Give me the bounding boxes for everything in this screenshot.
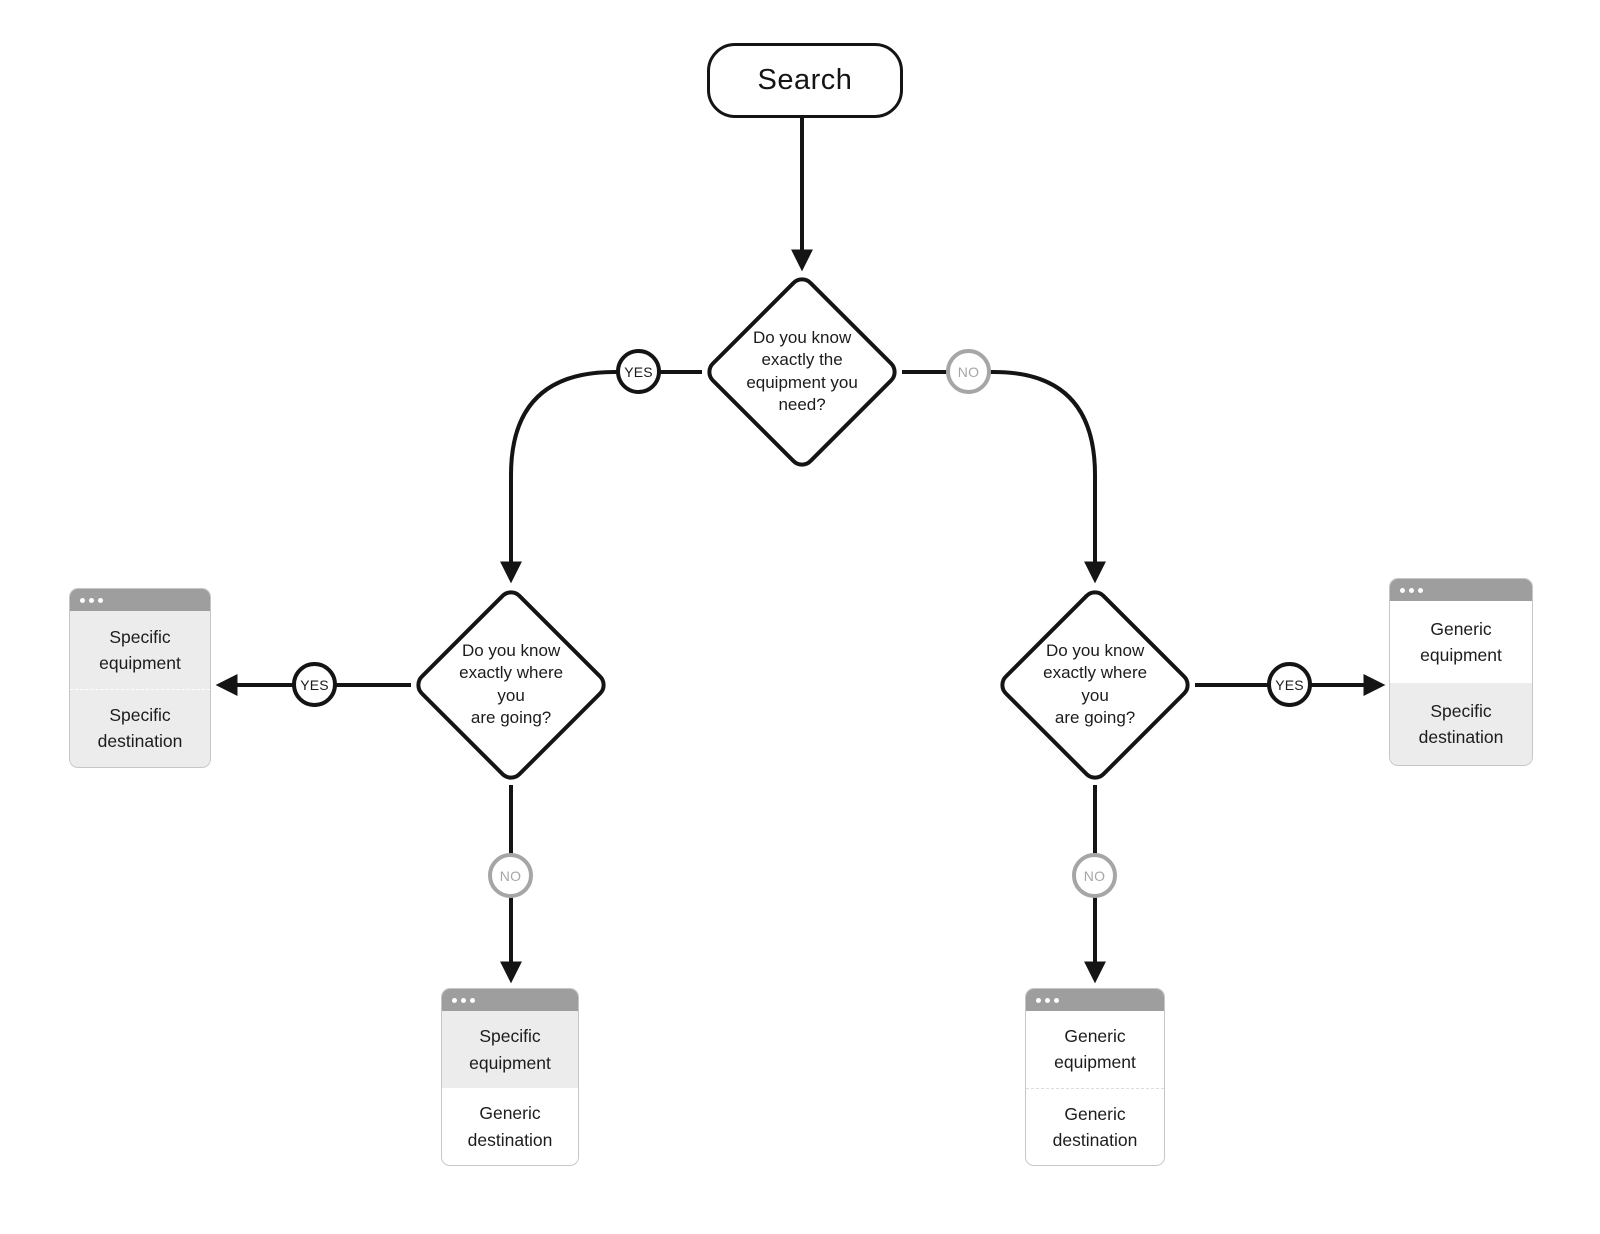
connector-equipment-no-to-where-right: [902, 370, 1106, 584]
edge-label-yes-where-right: YES: [1267, 662, 1312, 707]
window-dot-icon: [1054, 997, 1059, 1003]
edge-label-yes-where-left: YES: [292, 662, 337, 707]
window-titlebar: [442, 989, 578, 1011]
window-titlebar: [70, 589, 210, 611]
edge-label-yes-equipment: YES: [616, 349, 661, 394]
no-label-text: NO: [499, 867, 522, 884]
window-titlebar: [1390, 579, 1532, 601]
no-label-text: NO: [1083, 867, 1106, 884]
window-dot-icon: [1045, 997, 1050, 1003]
window-dot-icon: [461, 997, 466, 1003]
yes-label-text: YES: [1275, 676, 1304, 693]
window-dot-icon: [98, 597, 103, 603]
yes-label-text: YES: [624, 363, 653, 380]
edge-label-no-where-right: NO: [1072, 853, 1117, 898]
window-dot-icon: [1418, 587, 1423, 593]
no-label-text: NO: [957, 363, 980, 380]
edge-label-no-equipment: NO: [946, 349, 991, 394]
result-destination-text: Specific destination: [70, 688, 210, 767]
result-card-generic-generic: Generic equipment Generic destination: [1025, 988, 1165, 1166]
window-dot-icon: [1036, 997, 1041, 1003]
window-dot-icon: [1409, 587, 1414, 593]
connector-equipment-yes-to-where-left: [500, 370, 702, 584]
result-equipment-text: Specific equipment: [442, 1011, 578, 1088]
result-card-specific-generic: Specific equipment Generic destination: [441, 988, 579, 1166]
result-destination-text: Generic destination: [1026, 1087, 1164, 1165]
result-destination-text: Generic destination: [442, 1088, 578, 1165]
result-destination-text: Specific destination: [1390, 683, 1532, 765]
result-equipment-text: Generic equipment: [1026, 1011, 1164, 1088]
window-dot-icon: [80, 597, 85, 603]
result-card-specific-specific: Specific equipment Specific destination: [69, 588, 211, 768]
window-dot-icon: [470, 997, 475, 1003]
window-dot-icon: [89, 597, 94, 603]
result-card-generic-specific: Generic equipment Specific destination: [1389, 578, 1533, 766]
result-equipment-text: Specific equipment: [70, 611, 210, 689]
decision-where-left-question: Do you know exactly where you are going?: [459, 641, 563, 728]
window-dot-icon: [1400, 587, 1405, 593]
window-dot-icon: [452, 997, 457, 1003]
edge-label-no-where-left: NO: [488, 853, 533, 898]
result-equipment-text: Generic equipment: [1390, 601, 1532, 683]
window-titlebar: [1026, 989, 1164, 1011]
decision-equipment-question: Do you know exactly the equipment you ne…: [746, 328, 858, 415]
yes-label-text: YES: [300, 676, 329, 693]
start-node-search: Search: [707, 43, 903, 118]
start-node-label: Search: [757, 64, 853, 96]
decision-where-right-question: Do you know exactly where you are going?: [1043, 641, 1147, 728]
